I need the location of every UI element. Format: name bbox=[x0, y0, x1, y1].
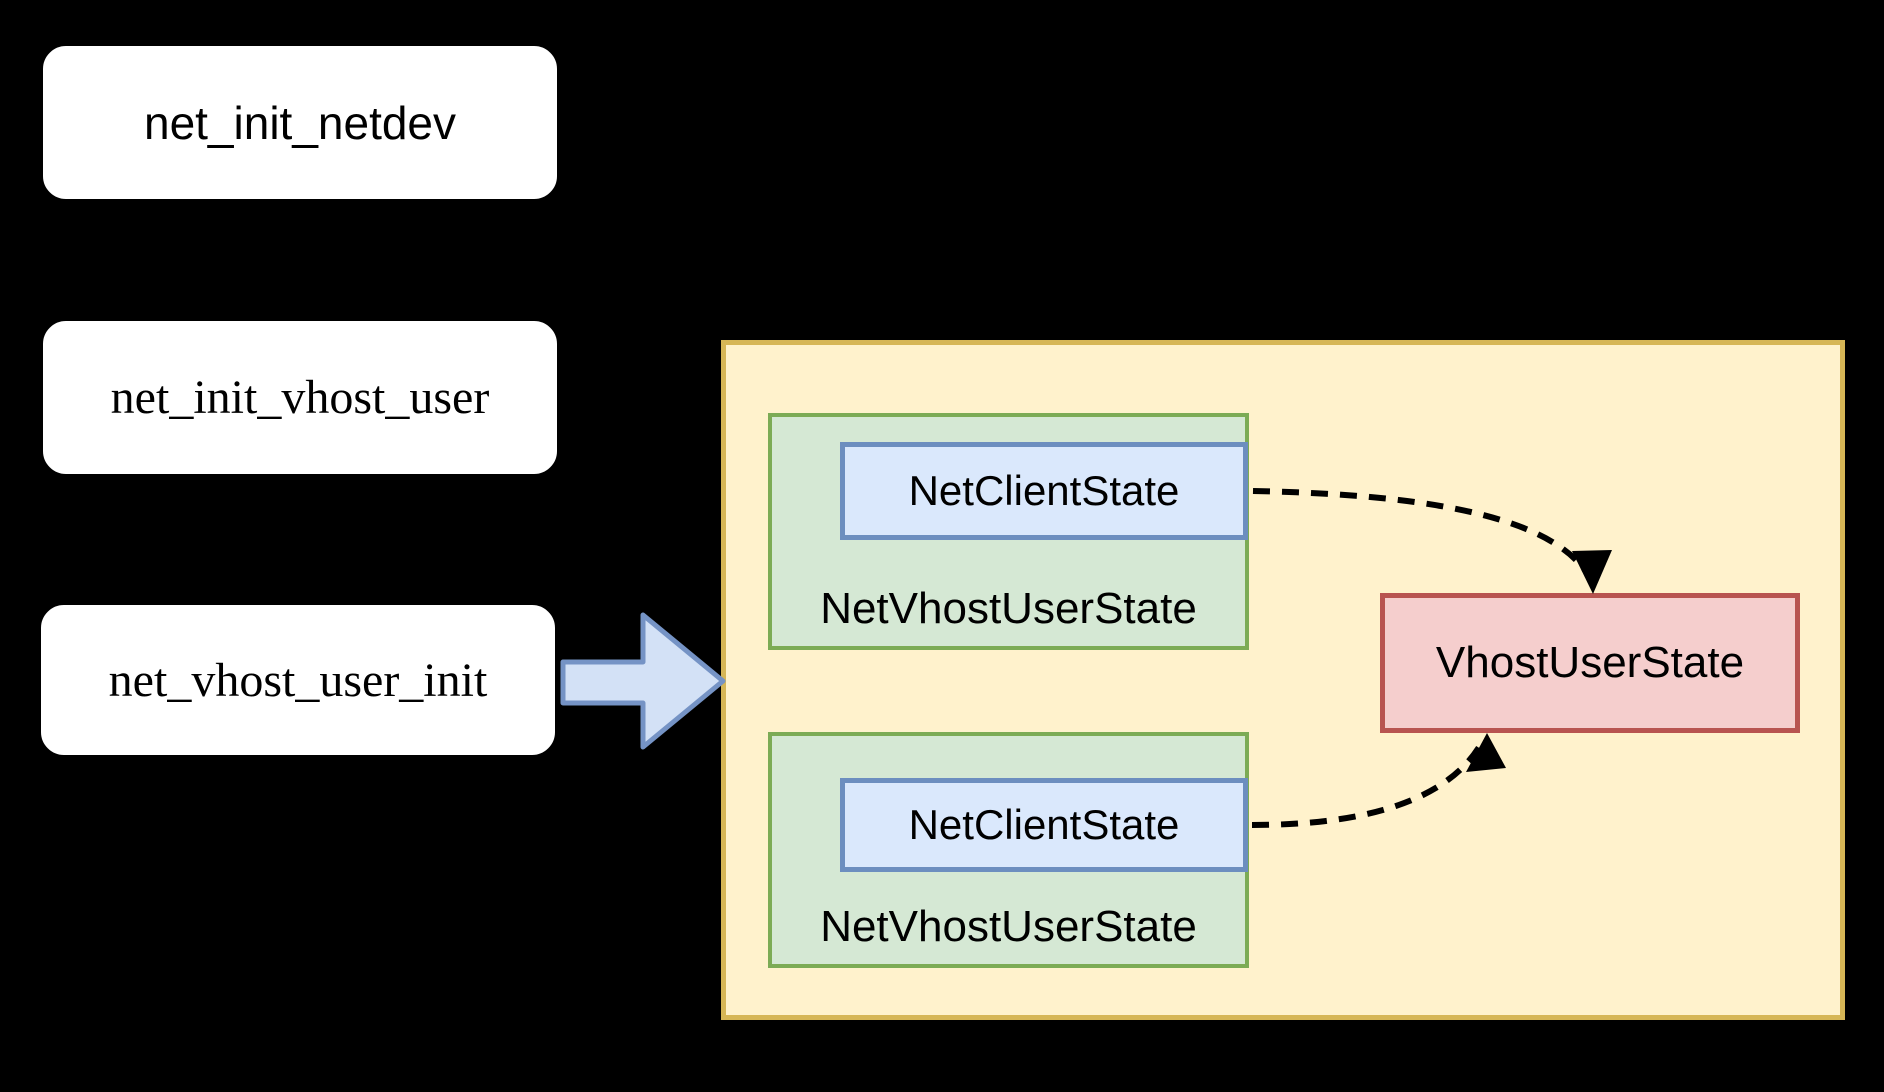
node-net-vhost-user-init: net_vhost_user_init bbox=[38, 602, 558, 758]
net-client-state-label: NetClientState bbox=[908, 467, 1180, 514]
vhost-user-state-box: VhostUserState bbox=[1380, 593, 1800, 733]
vhost-user-state-label: VhostUserState bbox=[1435, 638, 1745, 687]
node-label: net_init_netdev bbox=[143, 96, 457, 149]
net-vhost-user-state-group-top: NetClientState NetVhostUserState bbox=[768, 413, 1249, 650]
vhost-user-container: NetClientState NetVhostUserState NetClie… bbox=[721, 340, 1845, 1020]
big-arrow bbox=[560, 612, 726, 750]
node-net-init-vhost-user: net_init_vhost_user bbox=[40, 318, 560, 477]
node-label: net_init_vhost_user bbox=[110, 371, 490, 424]
net-client-state-box-top: NetClientState bbox=[840, 442, 1248, 540]
node-net-init-netdev: net_init_netdev bbox=[40, 43, 560, 202]
node-label: net_vhost_user_init bbox=[108, 653, 488, 707]
net-vhost-user-state-group-bottom: NetClientState NetVhostUserState bbox=[768, 732, 1249, 968]
net-client-state-box-bottom: NetClientState bbox=[840, 778, 1248, 872]
net-client-state-label: NetClientState bbox=[908, 801, 1180, 848]
net-vhost-user-state-label: NetVhostUserState bbox=[820, 584, 1197, 633]
net-vhost-user-state-label: NetVhostUserState bbox=[820, 902, 1197, 951]
